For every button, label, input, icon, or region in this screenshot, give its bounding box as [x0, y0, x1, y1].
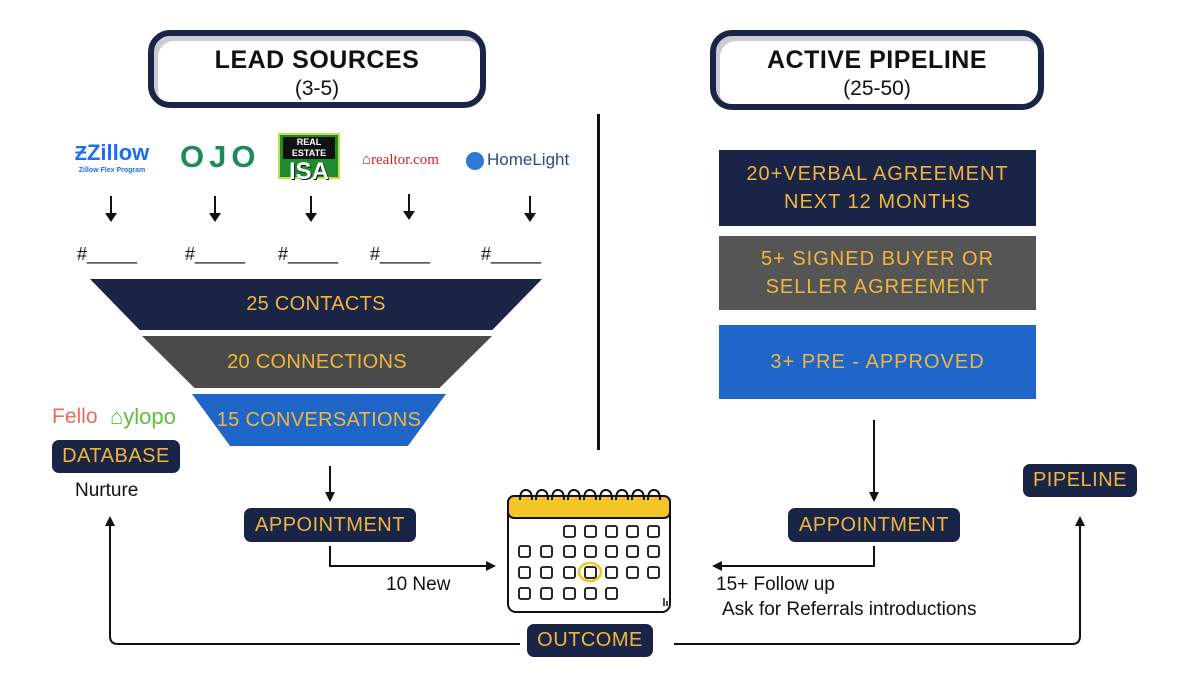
arrow-outcome-to-database: [105, 516, 520, 645]
arrow-appointment-to-calendar: [329, 546, 496, 571]
arrow-realtor: [403, 194, 415, 220]
database-tag: DATABASE: [52, 440, 180, 473]
homelight-icon: [466, 151, 484, 170]
count-blank-zillow[interactable]: #_____: [77, 244, 138, 264]
arrow-appointment-right-to-calendar: [712, 546, 875, 571]
funnel-conversations: 15 CONVERSATIONS: [192, 394, 446, 446]
referrals-text: Ask for Referrals introductions: [722, 599, 977, 620]
appointment-right-tag: APPOINTMENT: [788, 508, 960, 542]
isa-logo: REAL ESTATE ISA: [278, 133, 340, 185]
zillow-z-icon: Ƶ: [74, 143, 87, 165]
funnel-connections: 20 CONNECTIONS: [142, 336, 492, 388]
arrow-homelight: [524, 196, 536, 222]
realtor-logo: ⌂realtor.com: [362, 152, 439, 168]
count-blank-isa[interactable]: #_____: [278, 244, 339, 264]
ojo-logo: OJO: [180, 139, 261, 174]
ylopo-house-icon: ⌂: [110, 404, 124, 429]
lead-sources-header: LEAD SOURCES (3-5): [148, 30, 486, 108]
new-appointments-text: 10 New: [386, 574, 451, 595]
nurture-text: Nurture: [75, 480, 139, 501]
pipeline-pre-approved: 3+ PRE - APPROVED: [719, 325, 1036, 399]
realtor-house-icon: ⌂: [362, 152, 372, 168]
arrow-zillow: [105, 196, 117, 222]
count-blank-homelight[interactable]: #_____: [481, 244, 542, 264]
active-pipeline-subtitle: (25-50): [843, 77, 911, 100]
funnel-contacts: 25 CONTACTS: [90, 279, 542, 330]
followup-text: 15+ Follow up: [716, 574, 835, 595]
active-pipeline-header: ACTIVE PIPELINE (25-50): [710, 30, 1044, 110]
funnel-contacts-label: 25 CONTACTS: [246, 293, 386, 315]
center-divider: [597, 114, 600, 450]
zillow-sub: Zillow Flex Program: [78, 167, 146, 174]
count-blank-realtor[interactable]: #_____: [370, 244, 431, 264]
count-blank-ojo[interactable]: #_____: [185, 244, 246, 264]
homelight-logo: HomeLight: [466, 150, 569, 170]
outcome-tag: OUTCOME: [527, 624, 653, 657]
funnel-conversations-label: 15 CONVERSATIONS: [216, 408, 422, 431]
lead-sources-title: LEAD SOURCES: [214, 46, 420, 74]
zillow-logo: ƵZillow Zillow Flex Program: [70, 142, 154, 175]
fello-logo: Fello: [52, 405, 98, 428]
arrow-isa: [305, 196, 317, 222]
pipeline-tag: PIPELINE: [1023, 464, 1137, 497]
pipeline-verbal-agreement: 20+VERBAL AGREEMENT NEXT 12 MONTHS: [719, 150, 1036, 226]
funnel-connections-label: 20 CONNECTIONS: [227, 350, 407, 373]
pipeline-signed-agreement: 5+ SIGNED BUYER OR SELLER AGREEMENT: [719, 236, 1036, 310]
ylopo-logo: ⌂ylopo: [110, 404, 176, 429]
active-pipeline-title: ACTIVE PIPELINE: [766, 46, 988, 74]
calendar-icon: [507, 488, 671, 613]
lead-sources-subtitle: (3-5): [294, 77, 340, 100]
appointment-left-tag: APPOINTMENT: [244, 508, 416, 542]
arrow-outcome-to-pipeline: [674, 516, 1085, 645]
arrow-ojo: [209, 196, 221, 222]
